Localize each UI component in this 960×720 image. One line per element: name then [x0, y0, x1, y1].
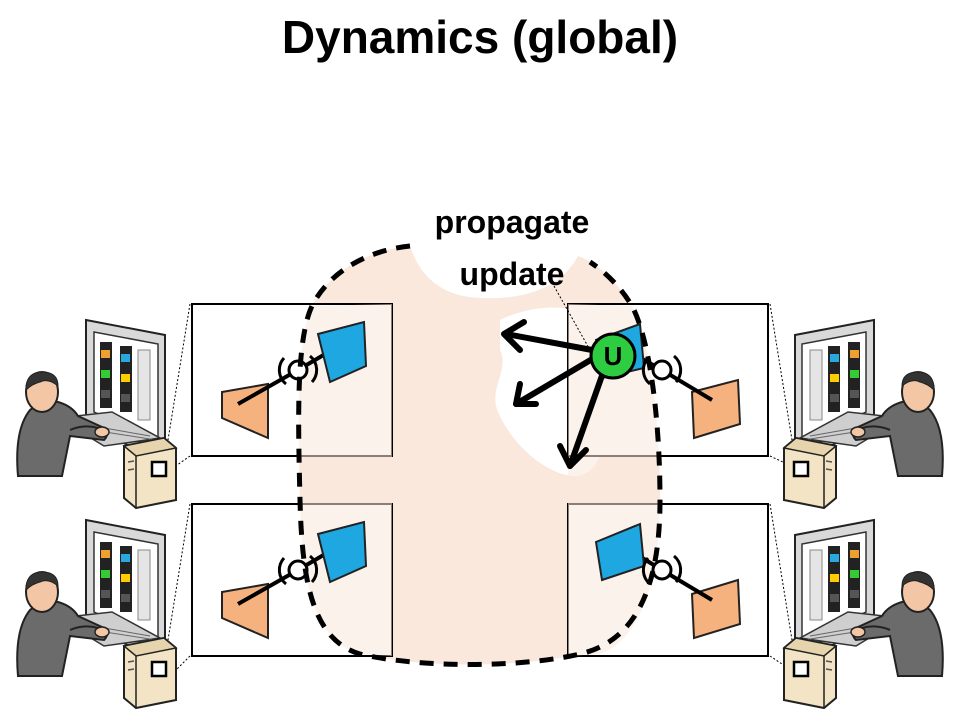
annotation-propagate-update: propagate update: [372, 196, 652, 300]
workstation-top-right: [783, 319, 944, 509]
workstation-bottom-right: [783, 519, 944, 709]
workstation-bottom-left: [16, 519, 178, 709]
global-region-outline: [296, 243, 663, 667]
arrow-icon: [513, 355, 597, 407]
update-arrows: [501, 319, 607, 469]
arrow-icon: [501, 319, 595, 353]
tower-badges: [150, 460, 810, 678]
object-bottom-right: [594, 522, 742, 640]
page-title: Dynamics (global): [281, 11, 679, 63]
arrow-icon: [557, 367, 607, 469]
annotation-line-2: update: [459, 256, 565, 292]
annotation-line-1: propagate: [434, 204, 590, 240]
update-marker-label: U: [604, 341, 623, 371]
joint-icon: [277, 354, 319, 386]
joint-icon: [641, 354, 683, 386]
callout-line: [553, 285, 591, 351]
object-top-left: [221, 320, 368, 440]
workstation-top-left: [16, 319, 178, 509]
object-bottom-left: [221, 520, 368, 640]
update-marker: U: [589, 332, 637, 380]
